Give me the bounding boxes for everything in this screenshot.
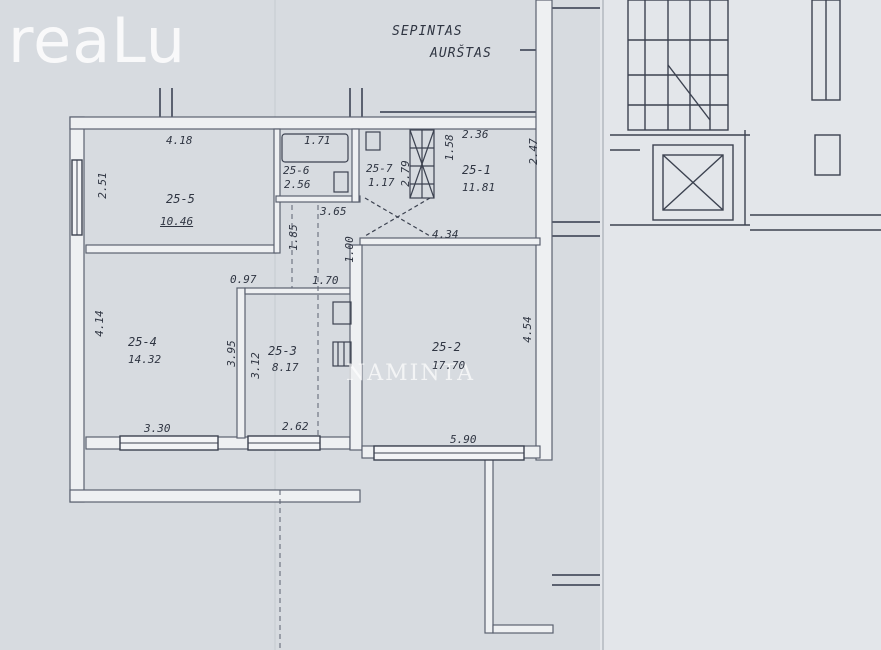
note-line-1: SEPINTAS <box>392 24 463 39</box>
dim-3-12: 3.12 <box>248 352 262 379</box>
wall-25-5-south <box>85 244 277 254</box>
toilet <box>333 171 349 193</box>
room-id-25-1: 25-1 <box>462 163 491 177</box>
dim-3-65: 3.65 <box>320 205 347 218</box>
fixtures <box>281 129 435 367</box>
sink <box>365 131 381 151</box>
dim-2-47: 2.47 <box>526 138 540 165</box>
dim-2-36: 2.36 <box>462 128 489 141</box>
wall-wc-south <box>275 195 361 203</box>
room-area-25-7: 1.17 <box>368 176 395 189</box>
note-line-2: AURŠTAS <box>430 46 492 61</box>
room-area-25-4: 14.32 <box>128 353 162 366</box>
wall-kitchen-south <box>359 237 541 246</box>
dim-3-30: 3.30 <box>144 422 171 435</box>
top-stubs <box>159 7 600 586</box>
wall-wc-bath <box>351 128 360 203</box>
room-id-25-6: 25-6 <box>283 164 310 177</box>
dim-4-14: 4.14 <box>92 310 106 337</box>
dim-3-95: 3.95 <box>224 340 238 367</box>
dim-2-62: 2.62 <box>282 420 309 433</box>
room-area-25-5: 10.46 <box>160 215 194 228</box>
dim-1-00: 1.00 <box>342 236 356 263</box>
room-id-25-3: 25-3 <box>268 344 297 358</box>
wall-25-5-east <box>273 128 281 254</box>
dim-1-85: 1.85 <box>286 224 300 251</box>
wall-25-4-east <box>236 287 246 439</box>
dim-4-54: 4.54 <box>520 316 534 343</box>
wall-25-2-west <box>349 244 363 451</box>
radiator <box>332 341 352 367</box>
room-id-25-5: 25-5 <box>166 192 195 206</box>
dim-2-79: 2.79 <box>398 160 412 187</box>
wall-east <box>535 0 553 461</box>
balcony-wall-south <box>492 624 554 634</box>
dim-1-70: 1.70 <box>312 274 339 287</box>
dim-1-58: 1.58 <box>442 134 456 161</box>
room-id-25-7: 25-7 <box>366 162 393 175</box>
dim-5-90: 5.90 <box>450 433 477 446</box>
room-area-25-1: 11.81 <box>462 181 496 194</box>
dim-4-18: 4.18 <box>166 134 193 147</box>
brand-logo: reaLu <box>8 4 187 77</box>
elevator-shaft <box>652 144 734 221</box>
dashed-lines <box>279 205 319 650</box>
room-area-25-6: 2.56 <box>284 178 311 191</box>
wall-25-3-north <box>244 287 351 295</box>
paper-right-sheet <box>600 0 881 650</box>
dim-1-71: 1.71 <box>304 134 331 147</box>
room-area-25-3: 8.17 <box>272 361 299 374</box>
watermark-text: NAMINTA <box>346 361 475 386</box>
cabinet <box>332 301 352 325</box>
room-area-25-2: 17.70 <box>432 359 466 372</box>
room-id-25-2: 25-2 <box>432 340 461 354</box>
balcony-wall-west <box>484 457 494 634</box>
wall-south-left <box>69 489 361 503</box>
dim-2-51: 2.51 <box>95 172 109 199</box>
bathtub <box>281 133 349 163</box>
stairwell <box>610 0 881 231</box>
dim-0-97: 0.97 <box>230 273 257 286</box>
window-mullions <box>76 160 524 454</box>
dim-4-34: 4.34 <box>432 228 459 241</box>
room-id-25-4: 25-4 <box>128 335 157 349</box>
